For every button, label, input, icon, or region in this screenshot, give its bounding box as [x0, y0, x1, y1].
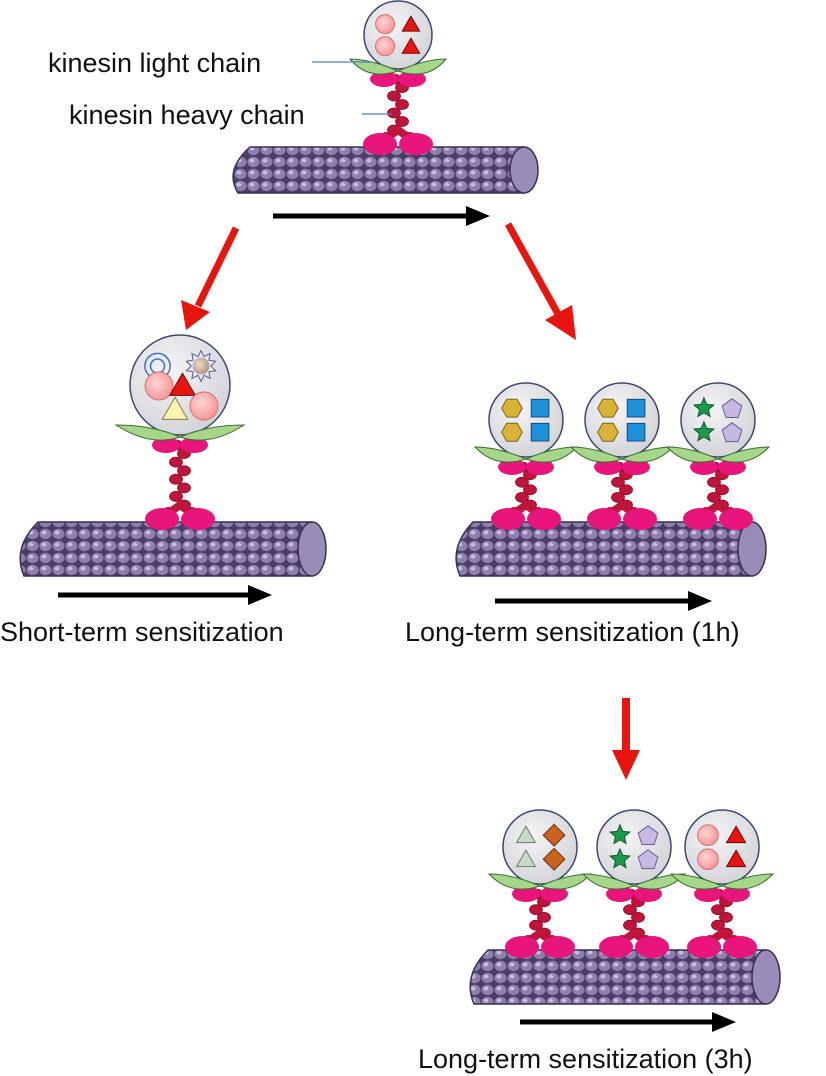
- cargo-green-star: [608, 847, 632, 869]
- cargo-vesicle: [502, 809, 578, 885]
- direction-arrow-long-3h: [520, 1012, 736, 1032]
- heavy-chain-label: kinesin heavy chain: [69, 100, 305, 130]
- cargo-pink-circle: [697, 824, 719, 847]
- long-term-1h-label: Long-term sensitization (1h): [405, 617, 740, 647]
- motor-heads: [505, 936, 575, 958]
- cargo-lavender-pentagon: [721, 398, 743, 418]
- motor-heads: [491, 508, 561, 530]
- kinesin-motors: [114, 0, 775, 958]
- light-chain: [114, 424, 246, 441]
- cargo-pink-circle: [144, 371, 174, 401]
- light-chain: [473, 446, 579, 463]
- motor-heads: [587, 508, 657, 530]
- cargo-vesicle: [584, 382, 660, 458]
- light-chain-label: kinesin light chain: [48, 48, 261, 78]
- cargo-starburst: [185, 349, 217, 383]
- kinesin-3h-a: [487, 809, 593, 958]
- kinesin-1h-c: [665, 382, 771, 530]
- cargo-lavender-pentagon: [637, 849, 659, 870]
- tail-domain: [694, 886, 722, 902]
- cargo-blue-square: [530, 398, 550, 418]
- cargo-pink-circle: [189, 391, 219, 421]
- kinesin-1h-a: [473, 382, 579, 530]
- cargo-pink-circle: [375, 36, 396, 57]
- red-arrow-to-short-term: [181, 226, 240, 330]
- cargo-red-triangle: [401, 15, 421, 32]
- cargo-gray-triangle: [515, 825, 537, 844]
- kinesin-3h-c: [669, 809, 775, 958]
- direction-arrow-long-1h: [495, 591, 712, 611]
- cargo-orange-diamond: [542, 847, 566, 871]
- cargo-pink-circle: [697, 848, 719, 871]
- direction-arrow-top: [273, 206, 490, 226]
- tail-domain: [690, 459, 718, 475]
- tail-domain: [370, 71, 398, 87]
- microtubule-top: [232, 146, 539, 194]
- light-chain: [665, 446, 771, 463]
- tail-domain: [606, 886, 634, 902]
- motor-heads: [687, 936, 757, 958]
- cargo-vesicle: [129, 334, 231, 436]
- kinesin-top: [348, 0, 448, 155]
- cargo-yellow-hexagon: [501, 398, 523, 418]
- short-term-label: Short-term sensitization: [0, 617, 284, 647]
- cargo-red-triangle: [725, 825, 747, 844]
- tail-domain: [152, 437, 180, 453]
- cargo-green-star: [692, 396, 716, 418]
- cargo-blue-square: [626, 422, 646, 442]
- cargo-vesicle: [596, 809, 672, 885]
- cargo-red-triangle: [725, 849, 747, 868]
- cargo-yellow-hexagon: [597, 422, 619, 442]
- light-chain: [348, 58, 448, 75]
- cargo-vesicle: [488, 382, 564, 458]
- light-chain: [581, 873, 687, 890]
- direction-arrow-short-term: [58, 585, 272, 605]
- light-chain: [669, 873, 775, 890]
- cargo-orange-diamond: [542, 823, 566, 847]
- kinesin-short-term: [114, 334, 246, 530]
- tail-domain: [512, 886, 540, 902]
- microtubule-short-term: [19, 521, 327, 577]
- tail-domain: [594, 459, 622, 475]
- motor-heads: [683, 508, 753, 530]
- cargo-green-star: [692, 420, 716, 442]
- motor-heads: [145, 508, 215, 530]
- red-arrow-to-long-1h: [504, 222, 576, 340]
- cargo-red-triangle: [401, 37, 421, 54]
- long-term-3h-label: Long-term sensitization (3h): [418, 1044, 753, 1074]
- cargo-vesicle: [363, 0, 433, 70]
- kinesin-3h-b: [581, 809, 687, 958]
- microtubule-long-3h: [469, 949, 781, 1005]
- red-arrow-to-long-3h: [612, 698, 640, 780]
- cargo-blue-square: [626, 398, 646, 418]
- cargo-gray-triangle: [515, 849, 537, 868]
- cargo-yellow-hexagon: [501, 422, 523, 442]
- cargo-lavender-pentagon: [721, 422, 743, 443]
- microtubule-long-1h: [455, 521, 767, 577]
- cargo-red-triangle: [168, 372, 197, 396]
- cargo-green-star: [608, 823, 632, 845]
- cargo-yellow-triangle: [161, 396, 189, 420]
- motor-heads: [599, 936, 669, 958]
- cargo-vesicle: [680, 382, 756, 458]
- cargo-blue-square: [530, 422, 550, 442]
- cargo-lavender-pentagon: [637, 825, 659, 845]
- kinesin-1h-b: [569, 382, 675, 530]
- cargo-pink-circle: [375, 14, 396, 35]
- motor-heads: [363, 133, 433, 155]
- cargo-yellow-hexagon: [597, 398, 619, 418]
- tail-domain: [498, 459, 526, 475]
- cargo-vesicle: [684, 809, 760, 885]
